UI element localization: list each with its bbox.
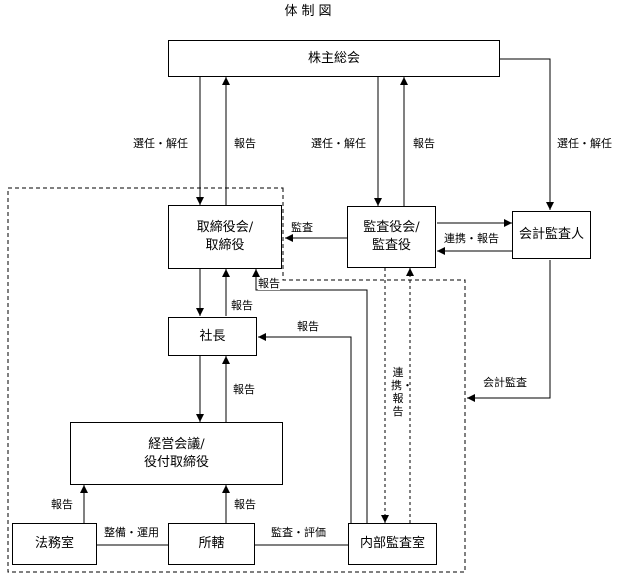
- label-report-internal-to-board: 報告: [258, 277, 280, 290]
- legal-label: 法務室: [34, 536, 74, 551]
- box-departments: 所轄: [168, 523, 255, 565]
- label-report-board: 報告: [234, 137, 256, 150]
- box-management-council: 経営会議/ 役付取締役: [70, 422, 283, 485]
- shareholders-label: 株主総会: [307, 50, 360, 66]
- arrow-internal-to-board: [252, 269, 368, 523]
- departments-label: 所轄: [198, 536, 225, 551]
- mgmt-label-line1: 経営会議/: [148, 436, 205, 452]
- box-internal-audit: 内部監査室: [348, 523, 437, 565]
- box-president: 社長: [168, 317, 257, 356]
- auditors-label-line2: 監査役: [371, 238, 411, 253]
- label-coordination-report: 連携・報告: [444, 232, 499, 245]
- box-board: 取締役会/ 取締役: [168, 205, 282, 269]
- accounting-auditor-label: 会計監査人: [518, 227, 584, 242]
- arrow-elect-accounting: [500, 58, 554, 210]
- board-label-line2: 取締役: [205, 238, 245, 253]
- president-label: 社長: [199, 328, 226, 344]
- label-accounting-audit: 会計監査: [483, 376, 527, 389]
- label-coordination-report-vertical: 連携・報告: [391, 366, 413, 418]
- label-maintain-operate: 整備・運用: [104, 526, 159, 539]
- label-report-auditors: 報告: [413, 137, 435, 150]
- label-report-internal-to-president: 報告: [297, 320, 319, 333]
- label-audit-evaluate: 監査・評価: [271, 526, 326, 539]
- internal-audit-label: 内部監査室: [359, 536, 425, 551]
- label-report-mgmt-to-president: 報告: [233, 383, 255, 396]
- mgmt-label-line2: 役付取締役: [143, 454, 209, 470]
- label-elect-dismiss-accounting: 選任・解任: [557, 137, 612, 150]
- label-report-departments: 報告: [234, 498, 256, 511]
- label-elect-dismiss-auditors: 選任・解任: [311, 137, 366, 150]
- label-report-president-to-board: 報告: [231, 299, 253, 312]
- box-legal: 法務室: [12, 523, 97, 565]
- label-elect-dismiss-board: 選任・解任: [133, 137, 188, 150]
- auditors-label-line1: 監査役会/: [363, 220, 420, 235]
- governance-boundary: [7, 187, 466, 573]
- box-shareholders: 株主総会: [168, 40, 500, 77]
- box-auditors: 監査役会/ 監査役: [347, 206, 436, 268]
- box-accounting-auditor: 会計監査人: [512, 211, 591, 259]
- page-title: 体制図: [284, 4, 336, 19]
- label-audit: 監査: [291, 221, 313, 234]
- arrow-accounting-audit: [467, 260, 551, 402]
- arrow-internal-to-president: [258, 333, 352, 523]
- label-report-legal: 報告: [51, 498, 73, 511]
- board-label-line1: 取締役会/: [196, 220, 254, 235]
